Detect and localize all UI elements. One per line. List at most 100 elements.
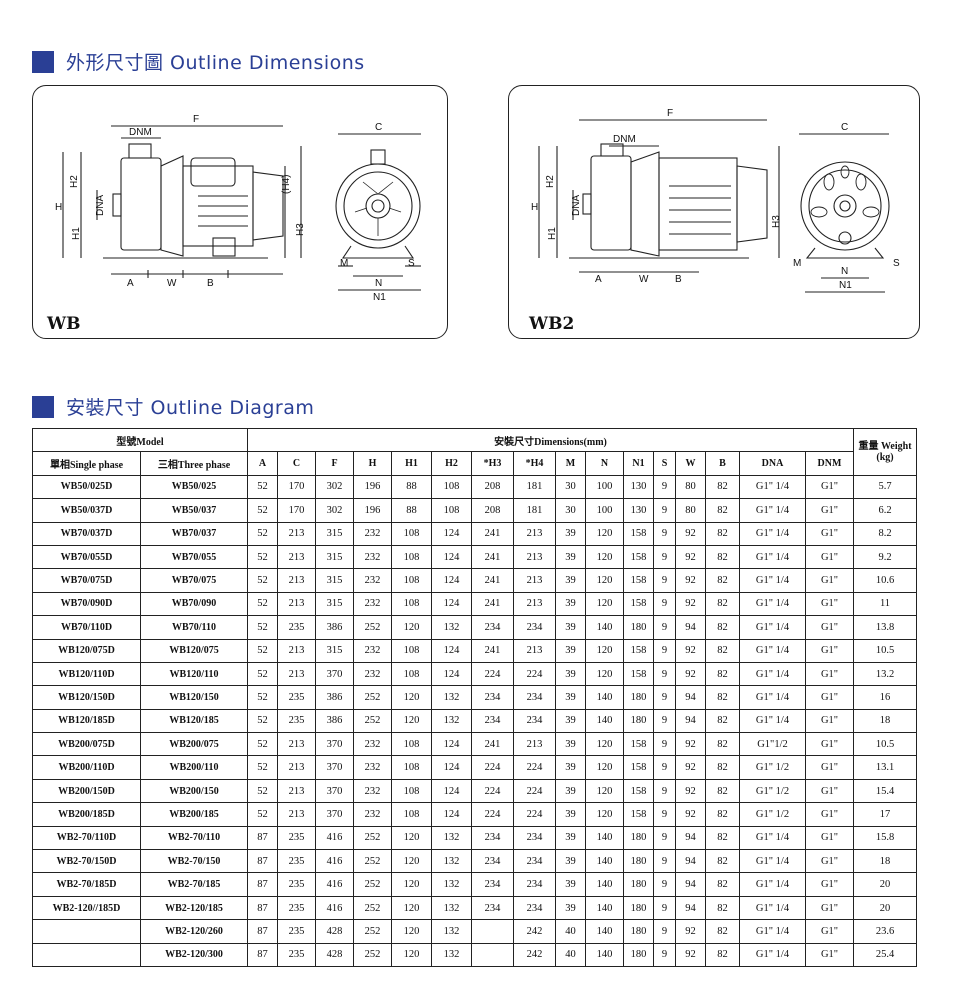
table-cell: 9 [653,685,676,710]
table-cell: 82 [705,919,740,944]
dimensions-header: 安裝尺寸Dimensions(mm) [247,427,854,453]
table-cell: 124 [431,638,472,663]
table-cell: 9 [653,708,676,734]
three-phase-model: WB120/150 [140,685,248,710]
table-cell: 232 [353,591,392,617]
table-cell: 132 [431,708,472,734]
table-cell: G1" 1/4 [739,708,806,734]
single-phase-model: WB2-70/110D [32,825,141,851]
table-cell: 80 [675,474,706,500]
table-cell: 52 [247,732,278,757]
table-cell: 120 [585,568,624,593]
table-cell: 9.2 [853,544,917,570]
table-cell: 13.1 [853,755,917,780]
column-header-f: F [315,451,354,476]
table-cell: 180 [623,615,654,640]
table-cell: 88 [391,498,432,523]
table-cell: 120 [585,778,624,804]
table-cell: 213 [513,732,556,757]
table-cell: 140 [585,708,624,734]
table-cell: G1" 1/4 [739,615,806,640]
table-cell: 9 [653,521,676,546]
table-cell: 87 [247,825,278,851]
single-phase-model [32,942,141,967]
wb2-dim-DNA: DNA [571,195,582,216]
wb-dim-DNM: DNM [129,127,152,138]
three-phase-model: WB2-120/260 [140,919,248,944]
table-cell: G1" [805,802,854,827]
table-cell: 241 [471,732,514,757]
table-cell: 416 [315,825,354,851]
table-cell: 11 [853,591,917,617]
wb2-dim-N: N [841,266,848,277]
table-cell: 92 [675,661,706,687]
table-cell: 224 [513,661,556,687]
table-cell: 9 [653,755,676,780]
table-cell: G1" 1/4 [739,638,806,663]
table-cell: G1" [805,591,854,617]
table-cell: G1" [805,778,854,804]
table-cell: 252 [353,615,392,640]
table-cell: 39 [555,825,586,851]
three-phase-model: WB200/150 [140,778,248,804]
three-phase-header: 三相Three phase [140,451,248,476]
outline-dimensions-title: 外形尺寸圖 Outline Dimensions [66,52,365,74]
table-cell: 88 [391,474,432,500]
single-phase-model: WB120/110D [32,661,141,687]
table-cell: G1" 1/4 [739,544,806,570]
column-header-dnm: DNM [805,451,854,476]
table-cell: G1" 1/2 [739,802,806,827]
column-header-h: H [353,451,392,476]
outline-diagram-header: 安裝尺寸 Outline Diagram [32,393,314,420]
table-cell: 9 [653,615,676,640]
table-cell: 213 [513,591,556,617]
wb-dim-B: B [207,278,214,289]
table-cell: 140 [585,685,624,710]
table-cell: 82 [705,895,740,921]
table-cell: 213 [277,568,316,593]
table-cell: 232 [353,778,392,804]
table-cell: 416 [315,872,354,897]
table-cell: 120 [585,661,624,687]
table-cell: 9 [653,661,676,687]
table-cell: 196 [353,498,392,523]
wb-dim-H4: (H4) [281,175,292,194]
three-phase-model: WB2-120/185 [140,895,248,921]
table-cell: 241 [471,638,514,663]
three-phase-model: WB200/110 [140,755,248,780]
table-cell: G1" 1/4 [739,895,806,921]
table-cell: 82 [705,474,740,500]
table-cell: 235 [277,849,316,874]
three-phase-model: WB2-70/150 [140,849,248,874]
column-header-s: S [653,451,676,476]
table-cell: 213 [277,638,316,663]
table-cell: 39 [555,778,586,804]
table-cell: G1" [805,615,854,640]
table-cell: 235 [277,895,316,921]
wb-label: WB [47,314,81,334]
table-cell: 232 [353,802,392,827]
wb-dim-H: H [55,202,62,213]
table-cell: 52 [247,638,278,663]
wb-dim-A: A [127,278,134,289]
table-cell: 232 [353,544,392,570]
table-cell: G1" 1/4 [739,849,806,874]
table-cell: 52 [247,615,278,640]
table-cell: 120 [585,544,624,570]
table-cell: 132 [431,919,472,944]
column-header-a: A [247,451,278,476]
table-cell: 158 [623,755,654,780]
column-header-star-h3: *H3 [471,451,514,476]
table-cell: G1" [805,708,854,734]
